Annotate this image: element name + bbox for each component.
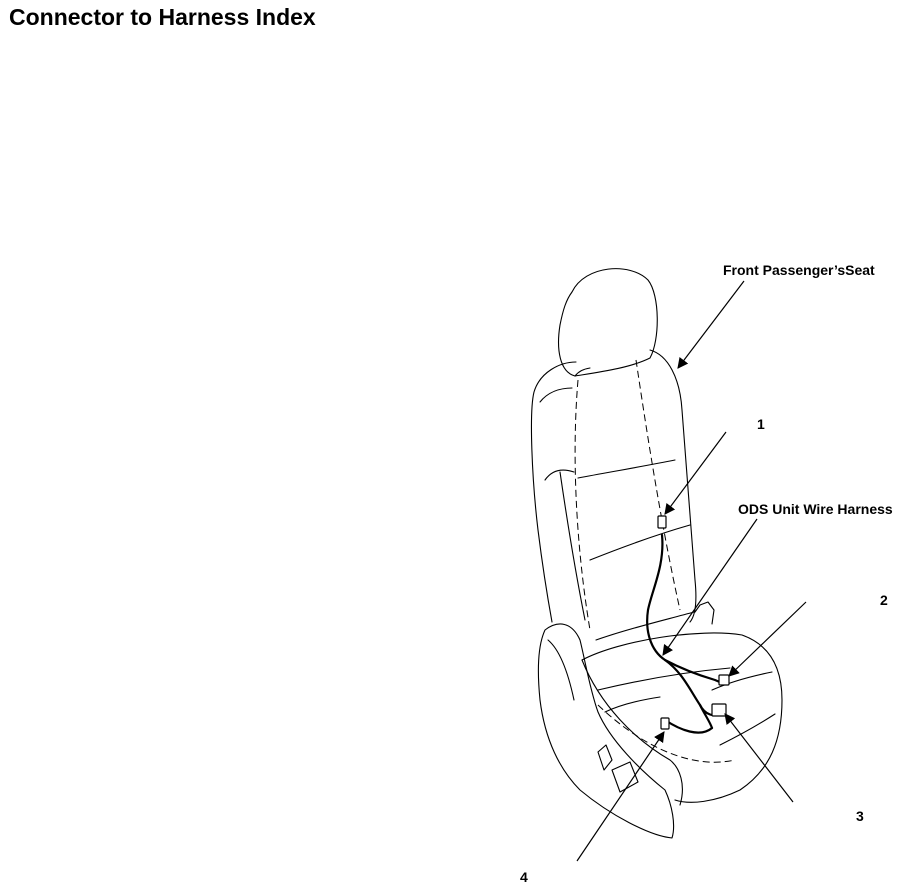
callout-connector-4: 4 [520, 869, 528, 885]
callout-connector-2: 2 [880, 592, 888, 608]
seat-side-shield [537, 623, 675, 839]
headrest-outline [557, 268, 658, 377]
leader-harness [662, 518, 758, 656]
callout-ods-unit-wire-harness: ODS Unit Wire Harness [738, 501, 893, 517]
leader-connector-3 [724, 713, 794, 803]
seat-cushion-outline [581, 632, 783, 806]
recliner-lever [694, 601, 715, 625]
connector-3-icon [711, 703, 727, 717]
leader-connector-2 [728, 601, 807, 677]
seatback-outline [530, 349, 697, 641]
page-title: Connector to Harness Index [9, 4, 316, 30]
connector-1-icon [657, 515, 667, 529]
callout-connector-3: 3 [856, 808, 864, 824]
leader-seat [677, 280, 745, 369]
connector-4-icon [660, 717, 670, 730]
ods-wire-harness-path [646, 533, 724, 734]
leader-connector-4 [576, 731, 665, 862]
callout-connector-1: 1 [757, 416, 765, 432]
leader-connector-1 [664, 431, 727, 515]
connector-2-icon [718, 674, 730, 686]
callout-front-passenger-seat: Front Passenger’sSeat [723, 262, 875, 278]
